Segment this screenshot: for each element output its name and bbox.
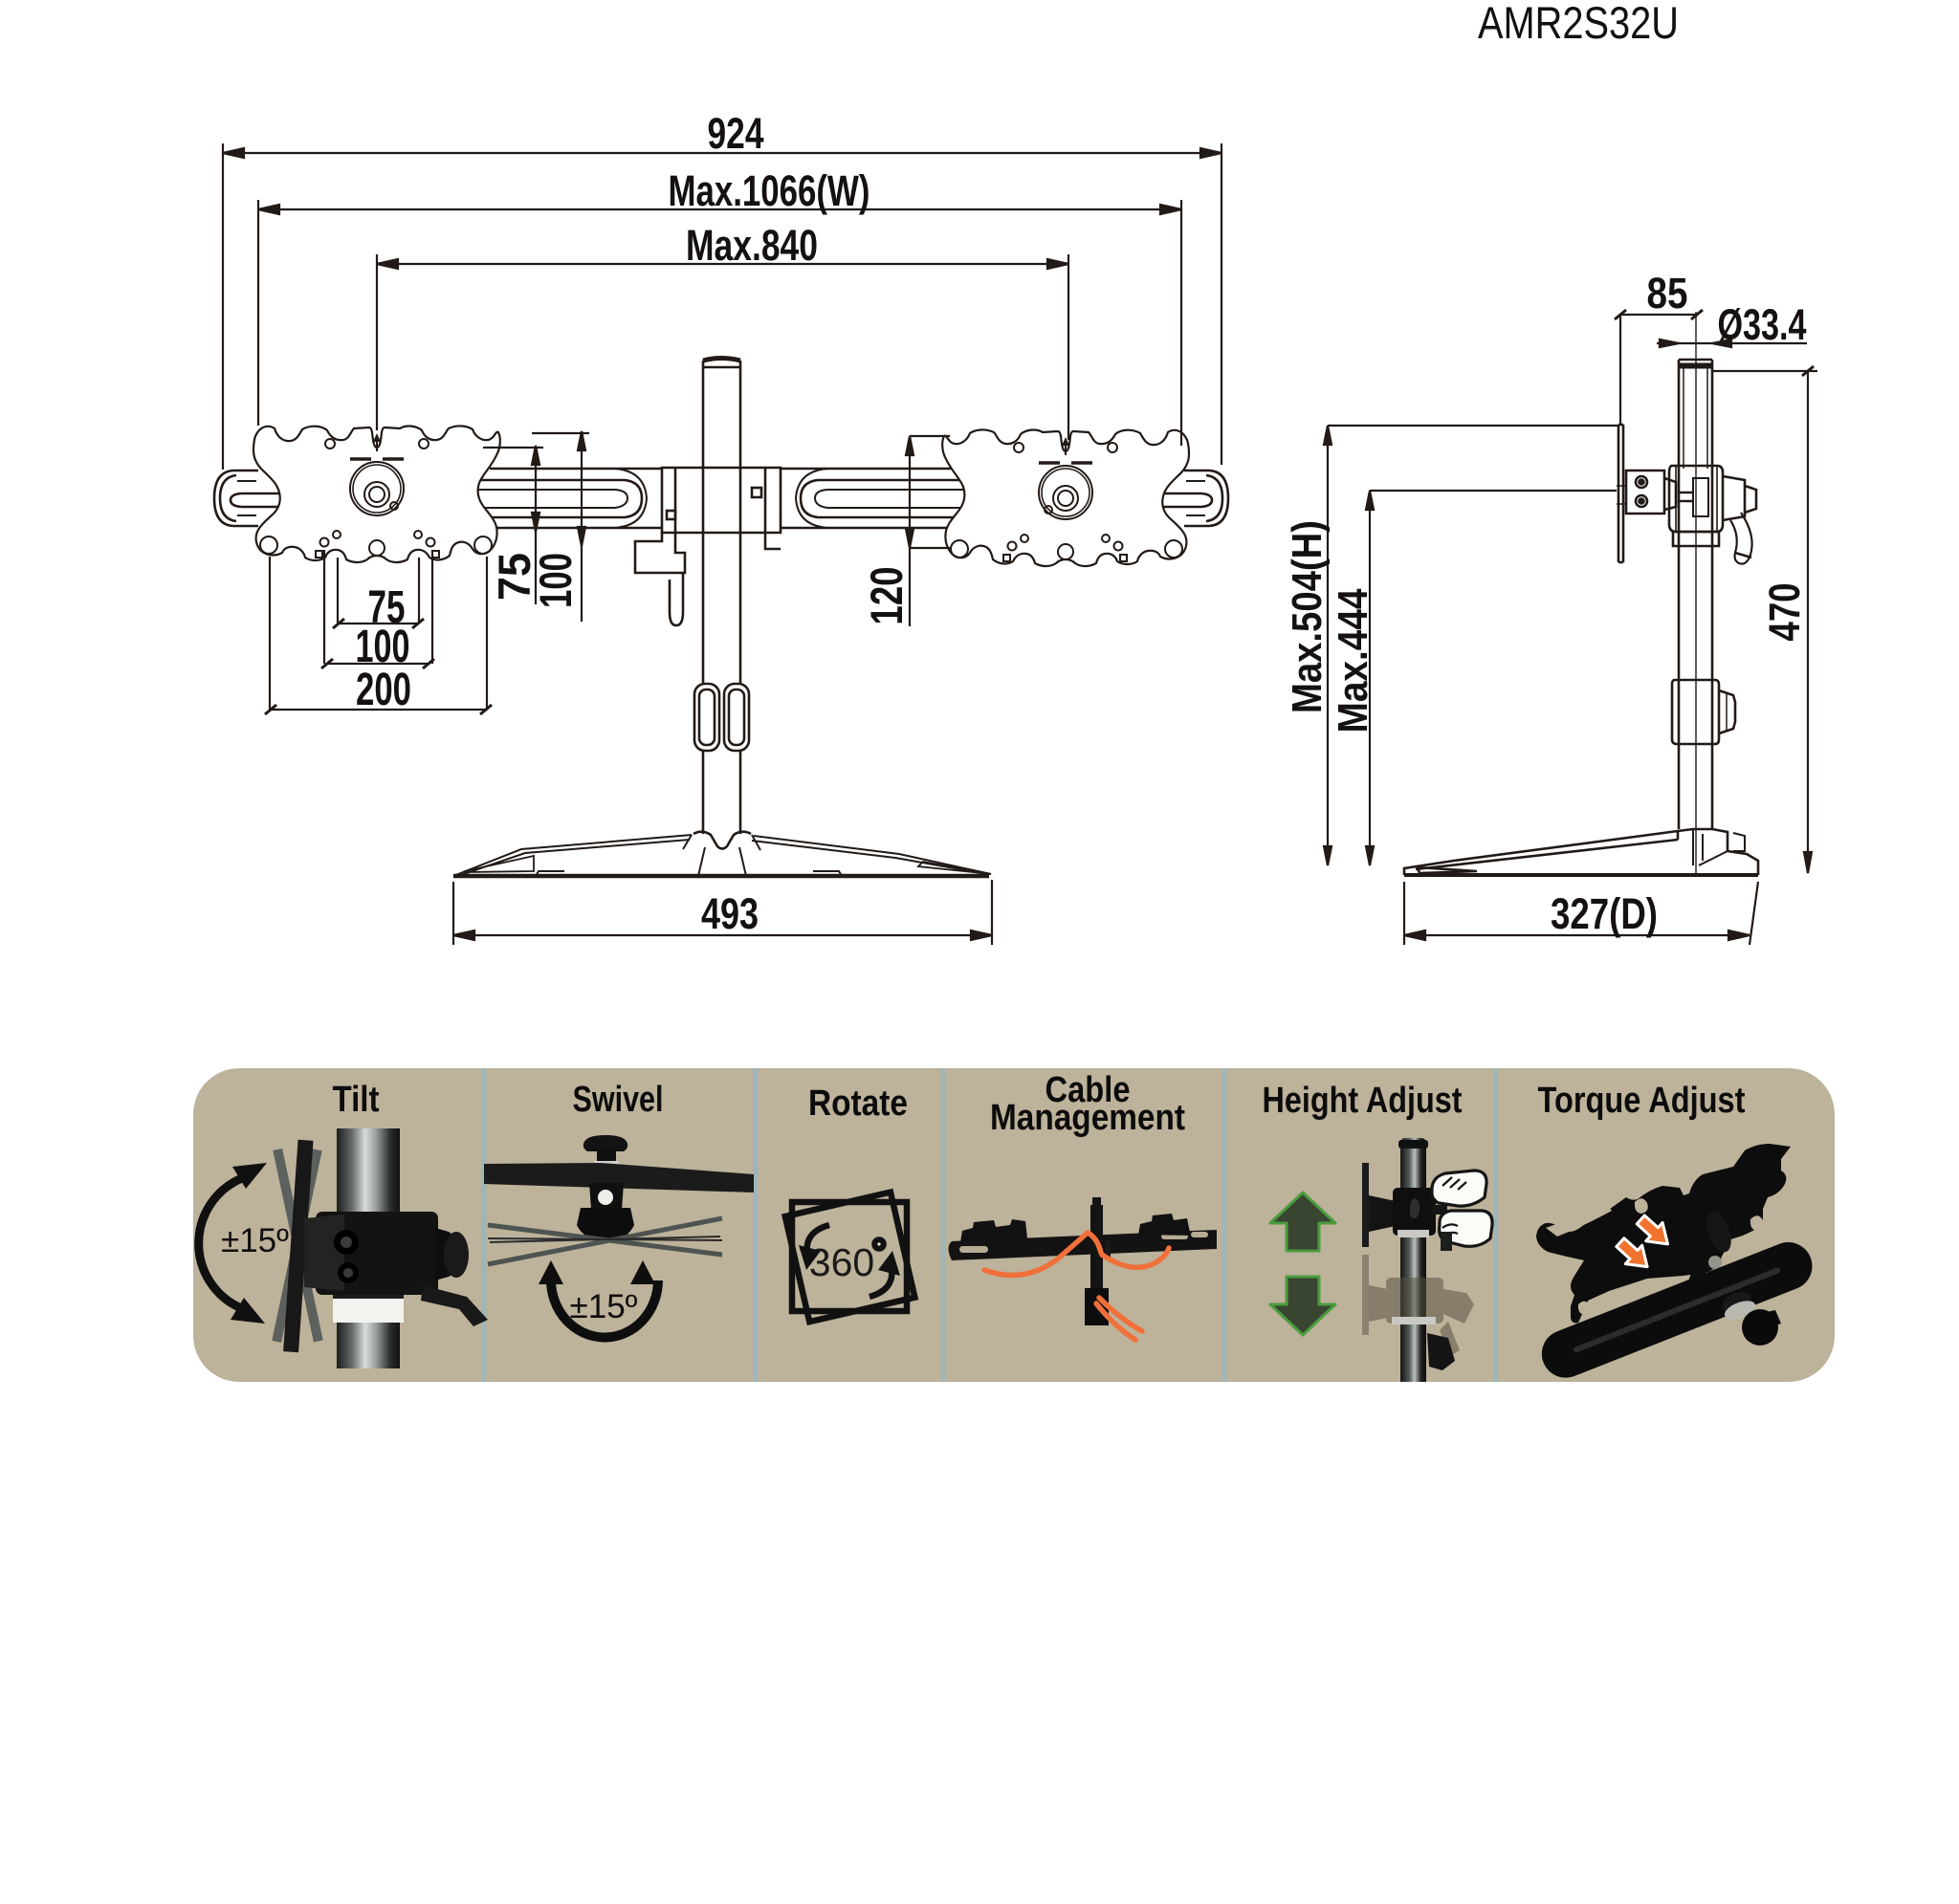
svg-text:360: 360 <box>809 1240 874 1284</box>
svg-text:Swivel: Swivel <box>573 1080 664 1120</box>
svg-text:100: 100 <box>356 622 410 672</box>
svg-text:Max.840: Max.840 <box>686 221 818 270</box>
svg-text:100: 100 <box>530 553 581 608</box>
svg-text:75: 75 <box>489 553 539 601</box>
svg-text:75: 75 <box>368 582 406 633</box>
svg-text:±15º: ±15º <box>221 1222 289 1259</box>
svg-text:Max.504(H): Max.504(H) <box>1284 520 1331 713</box>
svg-text:Cable: Cable <box>1046 1070 1131 1110</box>
svg-text:Torque Adjust: Torque Adjust <box>1538 1081 1746 1121</box>
svg-text:Rotate: Rotate <box>808 1083 908 1124</box>
svg-text:Height Adjust: Height Adjust <box>1263 1081 1463 1121</box>
svg-text:470: 470 <box>1760 583 1809 642</box>
svg-text:±15º: ±15º <box>570 1288 638 1325</box>
svg-text:85: 85 <box>1647 269 1688 317</box>
svg-text:AMR2S32U: AMR2S32U <box>1478 0 1679 48</box>
svg-text:Management: Management <box>990 1098 1185 1138</box>
svg-text:327(D): 327(D) <box>1551 889 1658 938</box>
svg-text:Ø33.4: Ø33.4 <box>1718 300 1807 349</box>
svg-text:120: 120 <box>861 567 912 625</box>
svg-text:Max.1066(W): Max.1066(W) <box>669 166 870 215</box>
svg-text:493: 493 <box>701 889 759 938</box>
svg-text:Tilt: Tilt <box>333 1080 380 1120</box>
svg-text:200: 200 <box>356 665 411 715</box>
svg-text:924: 924 <box>708 109 764 158</box>
svg-text:Max.444: Max.444 <box>1330 588 1376 733</box>
